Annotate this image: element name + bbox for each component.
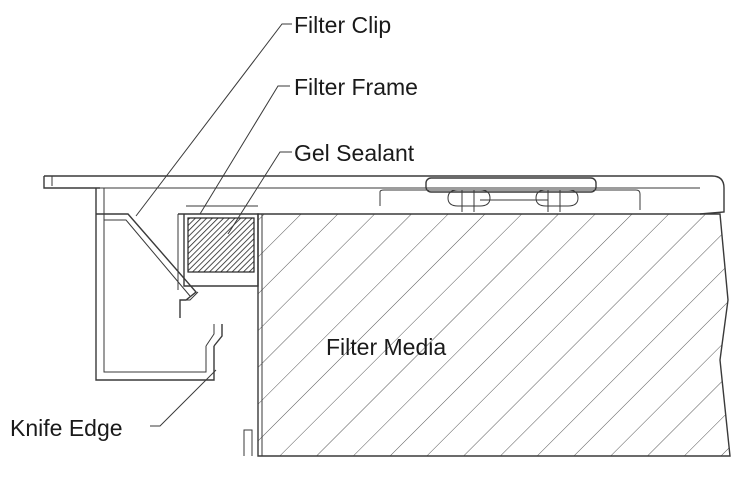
housing-top-plate [43, 175, 725, 215]
label-filter-media: Filter Media [326, 334, 446, 360]
label-knife-edge: Knife Edge [10, 415, 123, 441]
leader-knife-edge [150, 369, 217, 427]
filter-media [257, 213, 731, 457]
leader-lines [135, 23, 292, 427]
leader-filter-frame [199, 85, 290, 215]
label-filter-clip: Filter Clip [294, 12, 391, 38]
leader-gel-sealant [227, 151, 292, 235]
label-gel-sealant: Gel Sealant [294, 140, 415, 166]
gel-sealant [187, 217, 255, 273]
leader-filter-clip [135, 23, 292, 217]
filter-clip [96, 213, 199, 318]
label-filter-frame: Filter Frame [294, 74, 418, 100]
housing-channel [95, 188, 223, 381]
top-hardware [425, 177, 597, 212]
